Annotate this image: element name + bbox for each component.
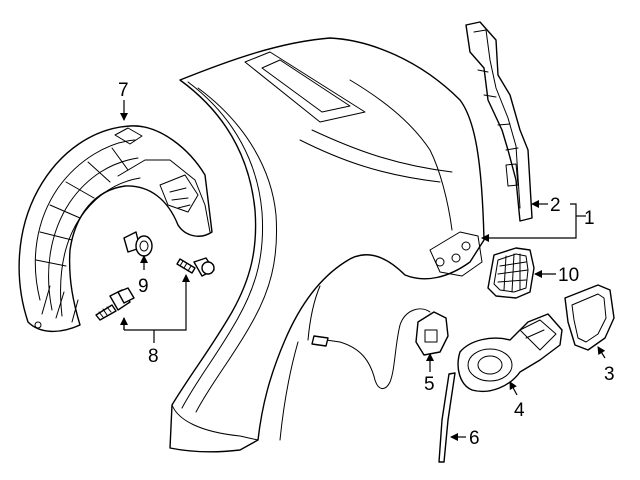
callout-1: 1 [584, 208, 595, 229]
leader-lines [120, 100, 606, 441]
fuel-door-actuator [311, 308, 449, 389]
wheelhouse-liner [18, 125, 213, 333]
fuel-door-housing-bracket [487, 247, 535, 299]
callout-7: 7 [118, 80, 129, 101]
screw-bolt-left [95, 287, 135, 321]
callout-4: 4 [514, 400, 525, 421]
fuel-door [564, 284, 615, 351]
screw-bolt-right [176, 257, 215, 277]
callout-3: 3 [604, 364, 615, 385]
drain-hose [438, 372, 456, 463]
retainer-clip [123, 231, 153, 257]
callout-6: 6 [469, 428, 480, 449]
quarter-panel [169, 37, 485, 453]
callout-5: 5 [424, 374, 435, 395]
inner-pillar [465, 21, 533, 222]
callout-10: 10 [558, 265, 579, 286]
callout-9: 9 [138, 276, 149, 297]
callout-8: 8 [148, 346, 159, 367]
fuel-door-housing [457, 313, 563, 392]
callout-2: 2 [550, 195, 561, 216]
